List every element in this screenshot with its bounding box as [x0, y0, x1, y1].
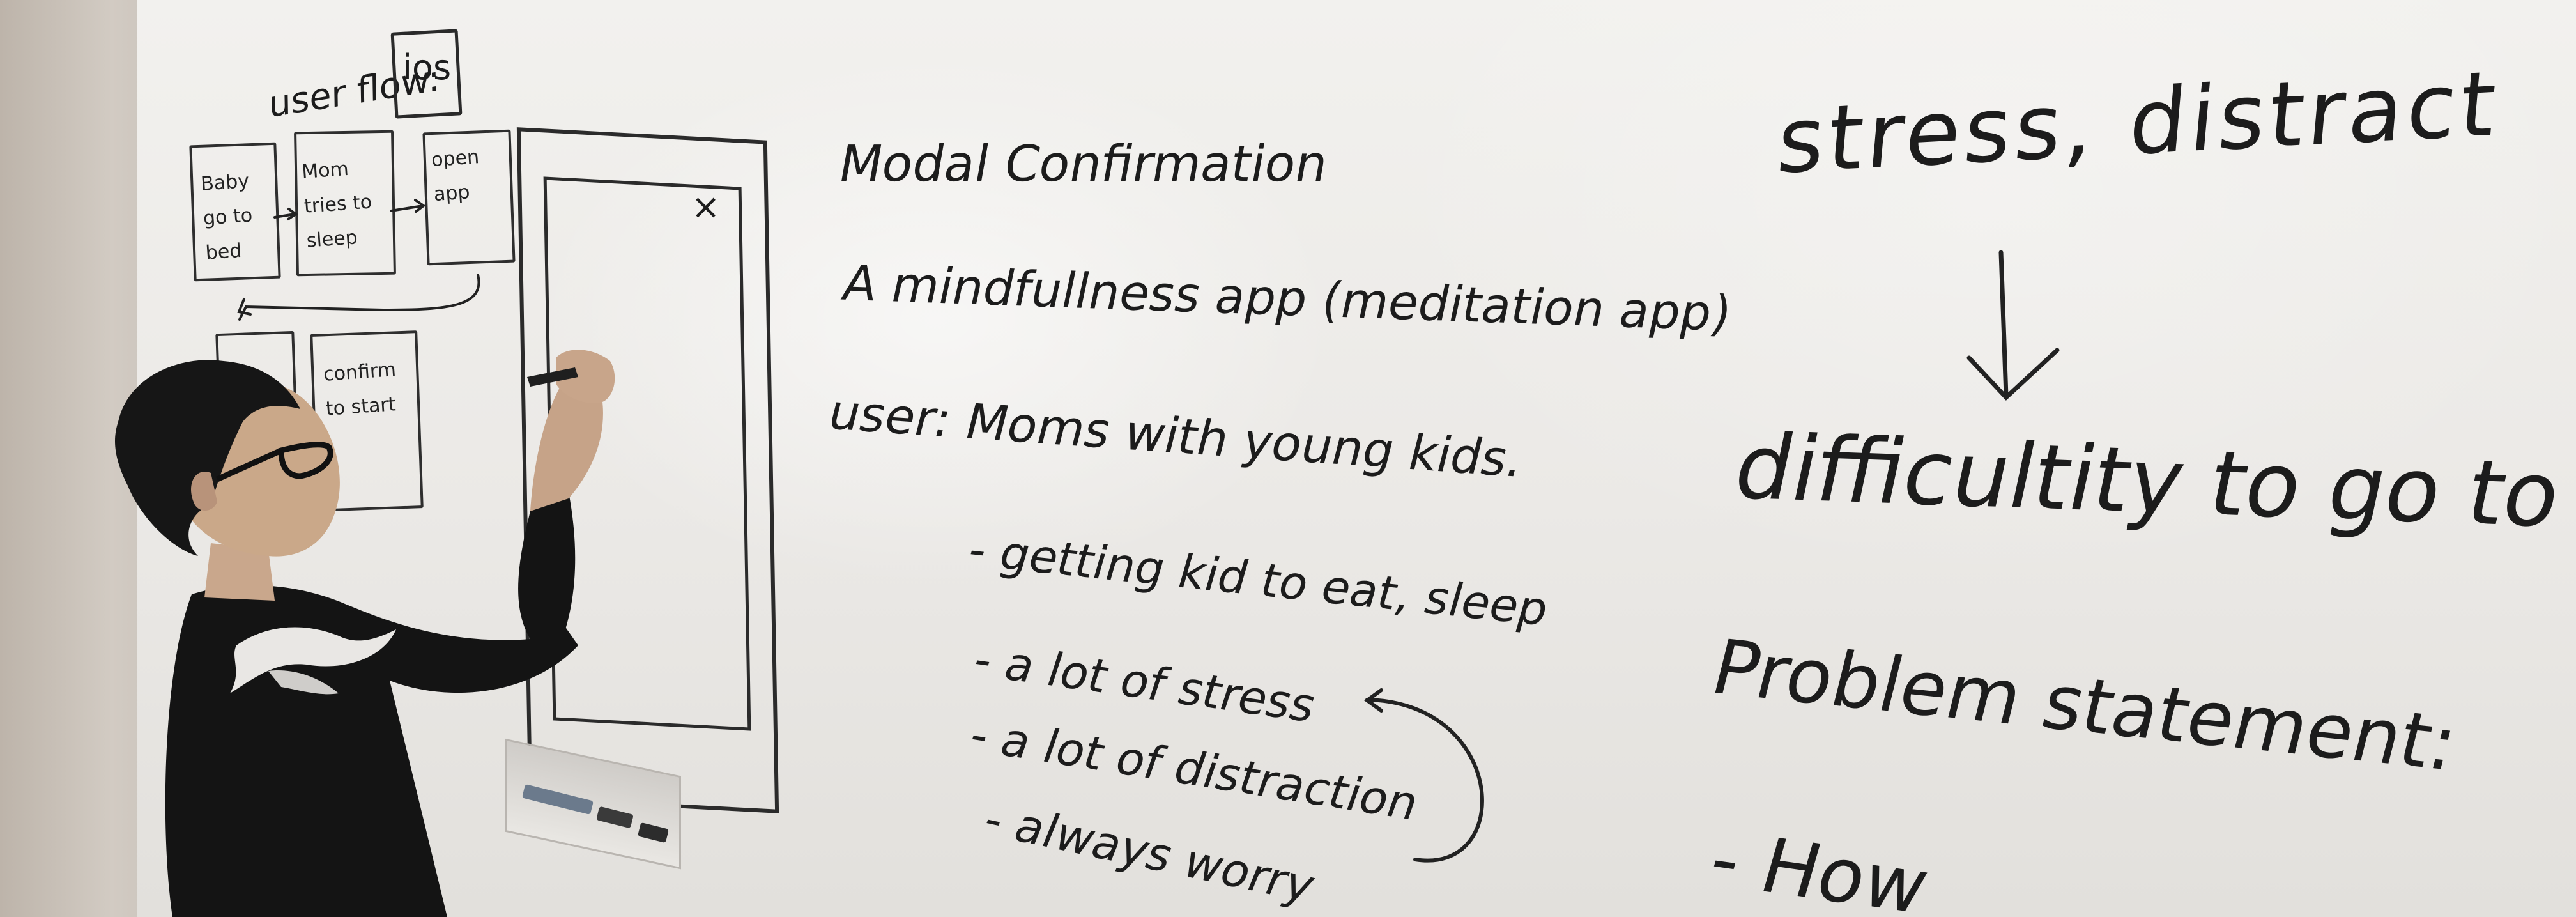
forearm: [530, 383, 603, 511]
flow-connector-arrow: [237, 274, 480, 321]
hand: [556, 350, 615, 403]
shirt-pattern: [268, 670, 339, 695]
flow-arrow: [390, 199, 426, 213]
neck: [204, 543, 275, 601]
shirt-pattern: [230, 627, 396, 693]
person-body: [115, 350, 615, 917]
hair: [115, 360, 300, 556]
glasses: [216, 442, 334, 482]
flow-arrow: [273, 208, 298, 220]
down-arrow-icon: [1966, 250, 2060, 401]
ios-label: ios: [402, 47, 452, 88]
marker-in-hand: [527, 367, 578, 387]
ear: [191, 472, 217, 511]
stress-loop-arrow: [1363, 688, 1484, 863]
arm: [518, 492, 576, 639]
close-icon: ×: [691, 187, 721, 227]
shirt: [165, 585, 578, 917]
